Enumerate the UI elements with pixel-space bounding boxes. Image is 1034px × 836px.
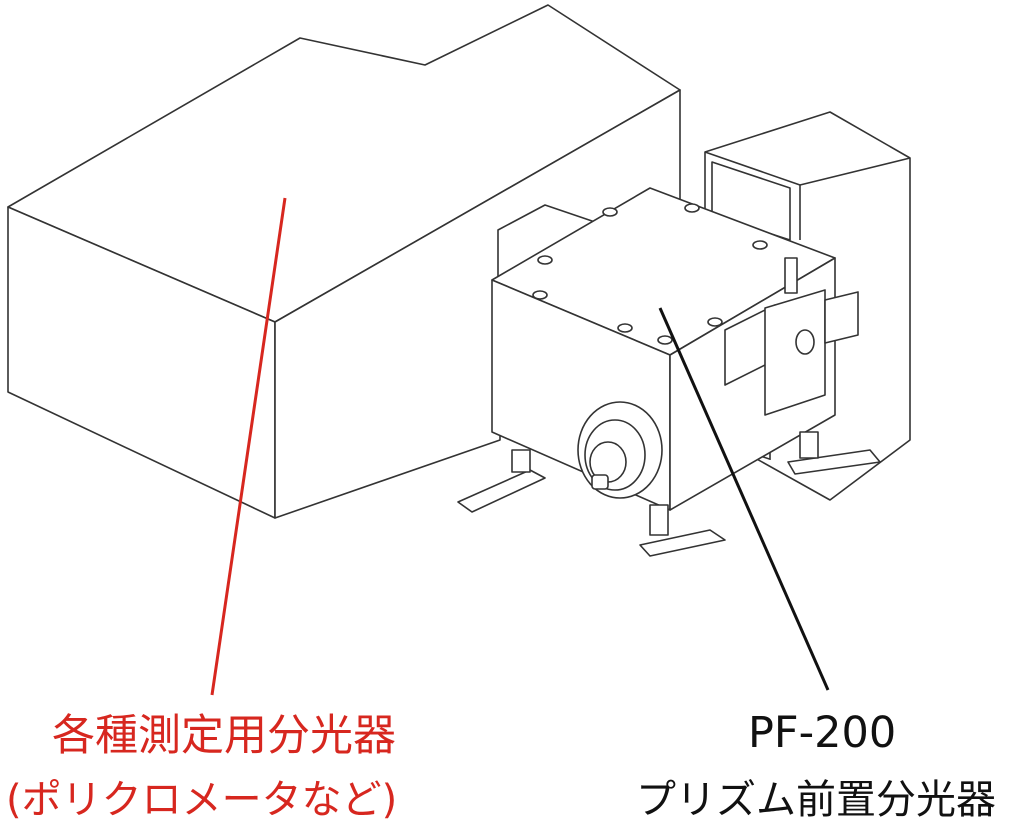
top-bolts — [532, 203, 768, 345]
front-dial — [577, 401, 663, 499]
spectrometer-leader-line — [210, 197, 287, 696]
spectrometer-box — [7, 4, 681, 519]
prism-leader-line — [658, 307, 830, 691]
prism-spectrometer — [457, 187, 881, 557]
prism-model-label: PF-200 — [748, 708, 897, 758]
spectrometer-note-label: (ポリクロメータなど) — [6, 777, 398, 823]
feet — [457, 431, 881, 557]
spectrometer-name-label: 各種測定用分光器 — [52, 711, 396, 761]
prism-name-label: プリズム前置分光器 — [636, 777, 996, 823]
slit-assembly — [724, 257, 859, 416]
